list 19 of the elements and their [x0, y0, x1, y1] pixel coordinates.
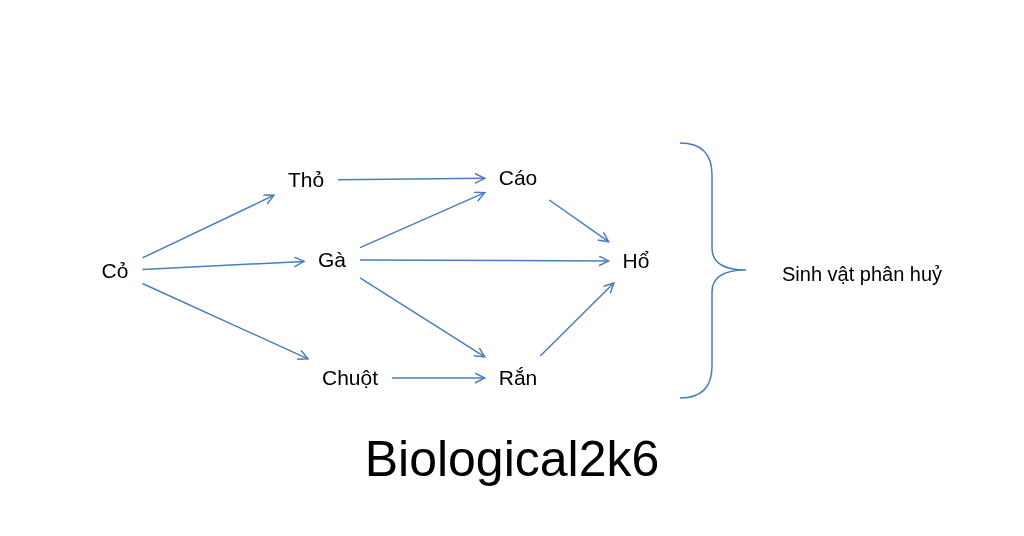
arrow — [359, 277, 486, 358]
group-label: Sinh vật phân huỷ — [782, 263, 943, 286]
arrow — [359, 255, 610, 267]
arrow — [391, 372, 486, 384]
species-label: Cỏ — [87, 249, 143, 293]
species-label: Gà — [304, 238, 360, 282]
species-label: Cáo — [484, 156, 552, 200]
arrow — [141, 256, 305, 271]
caption-text: Biological2k6 — [364, 430, 660, 488]
species-label: Thỏ — [273, 158, 339, 202]
arrow — [141, 194, 275, 259]
species-label: Chuột — [308, 356, 392, 400]
arrow — [548, 199, 610, 243]
arrow — [359, 191, 486, 249]
species-label: Hổ — [608, 239, 664, 283]
arrow — [337, 172, 486, 185]
species-label: Rắn — [484, 356, 552, 400]
arrow — [539, 282, 615, 357]
arrow — [141, 282, 309, 360]
